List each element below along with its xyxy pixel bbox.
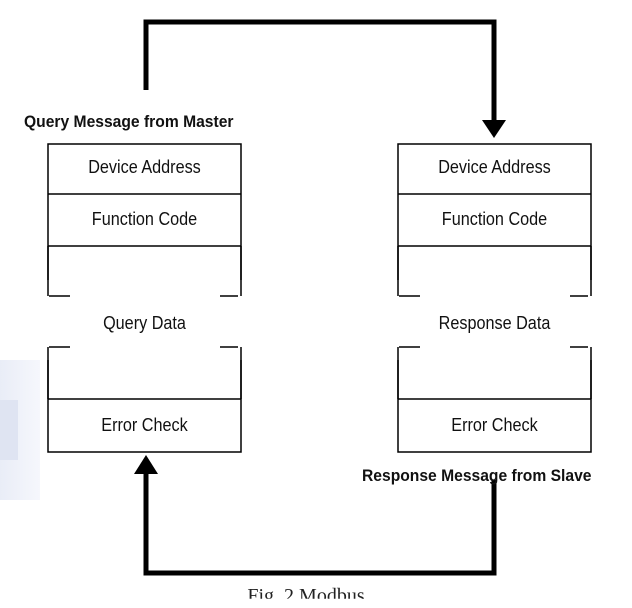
figure-caption: Fig. 2 Modbus ... [247,585,385,607]
slave-frame-outline [397,143,592,453]
master-frame [47,143,242,453]
master-function-code: Function Code [91,209,198,229]
master-frame-outline [47,143,242,453]
query-flow-arrowhead [482,120,506,138]
master-query-data: Query Data [103,313,186,333]
response-flow-line [143,472,497,576]
slave-left-gap [388,280,399,360]
slave-frame [397,143,592,453]
master-right-gap [238,280,246,360]
slave-function-code: Function Code [441,209,548,229]
master-device-address: Device Address [88,157,201,177]
slave-device-address: Device Address [438,157,551,177]
background-watermark-accent [0,400,18,460]
slave-right-gap [588,280,596,360]
master-error-check: Error Check [101,415,188,435]
slave-response-data: Response Data [438,313,551,333]
query-flow-line [143,19,497,122]
response-flow-arrowhead [134,455,158,474]
slave-error-check: Error Check [451,415,538,435]
slave-frame-label: Response Message from Slave [362,466,592,485]
master-frame-label: Query Message from Master [24,112,234,131]
master-left-gap [38,280,49,360]
